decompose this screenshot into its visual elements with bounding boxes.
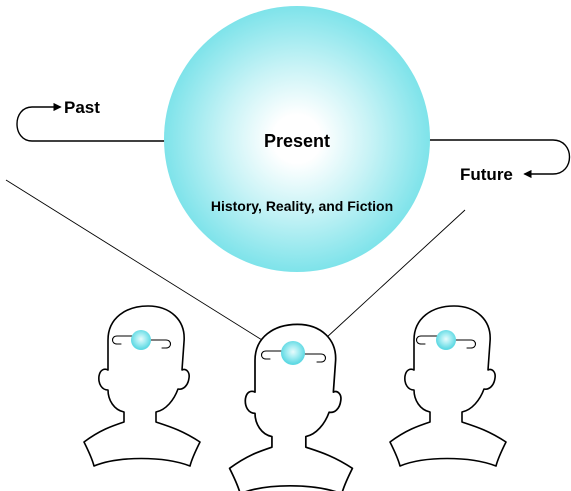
center-person-orb [281,341,305,365]
past-label: Past [64,98,100,117]
present-subtitle: History, Reality, and Fiction [211,198,393,214]
future-label: Future [460,165,513,184]
left-person-orb [131,330,151,350]
present-title: Present [264,131,330,151]
right-person-orb [436,330,456,350]
